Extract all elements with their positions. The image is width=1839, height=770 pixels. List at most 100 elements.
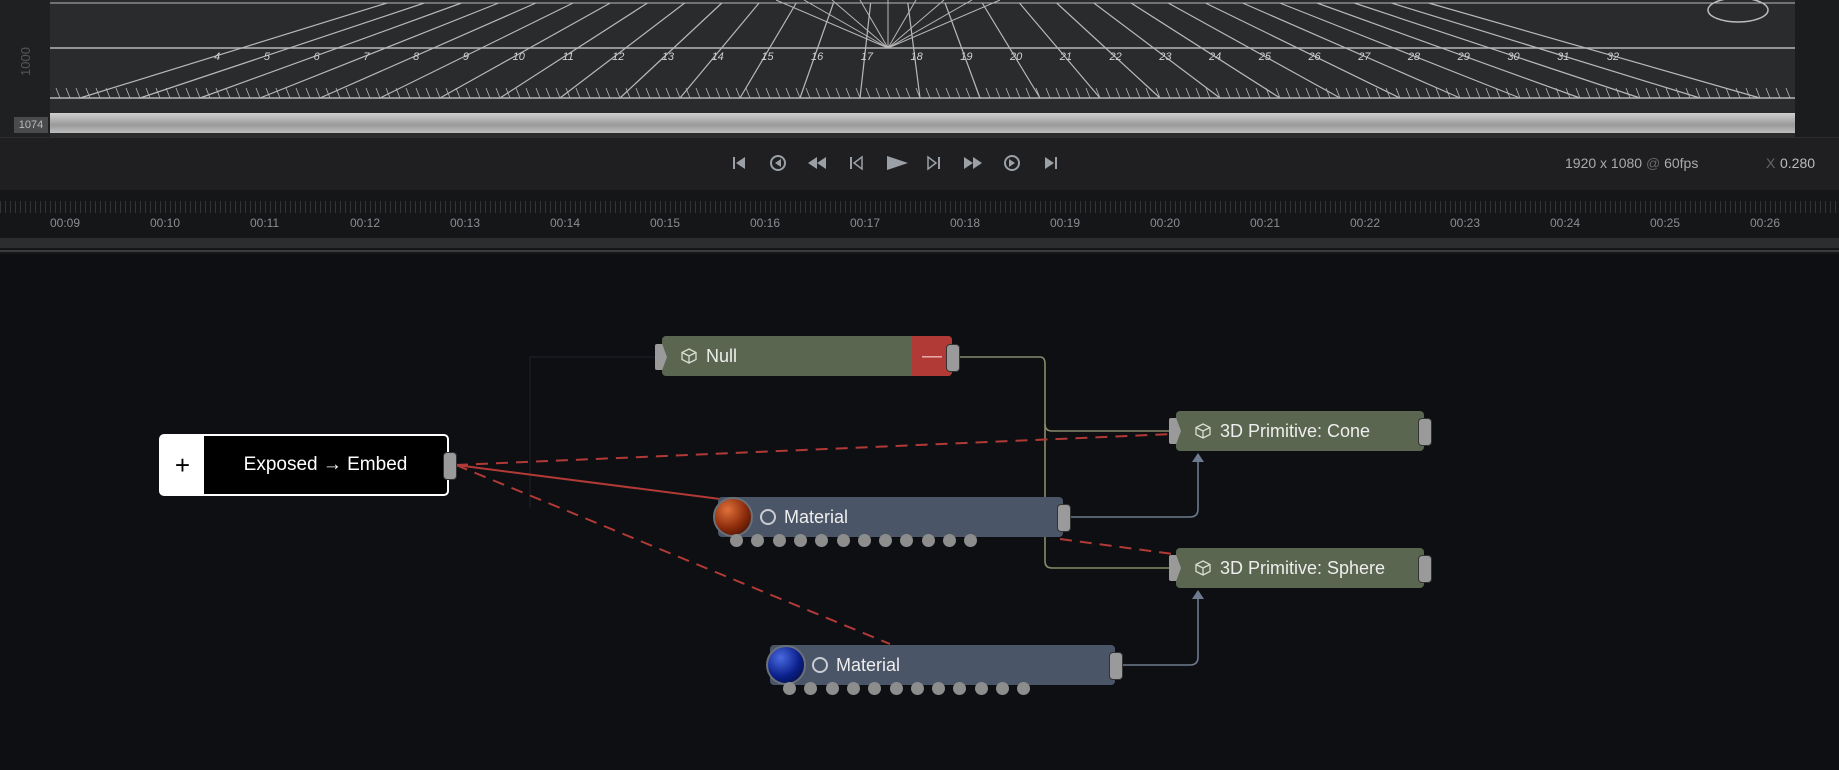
material-icon (760, 509, 776, 525)
param-port[interactable] (846, 682, 860, 695)
step-forward-button[interactable] (923, 152, 945, 174)
node-connections (455, 356, 1204, 666)
param-port[interactable] (910, 682, 924, 695)
ruler-number: 25 (1258, 51, 1272, 63)
transport-bar (0, 137, 1839, 191)
timeline-label: 00:19 (1050, 216, 1081, 230)
viewport-gizmo[interactable] (1707, 0, 1769, 23)
link-material-cone (1069, 459, 1199, 518)
ruler-number: 8 (413, 51, 420, 63)
timeline-label: 00:14 (550, 216, 581, 230)
resolution-at: @ (1645, 155, 1661, 171)
material-node-label: Material (836, 654, 901, 675)
skip-to-end-button[interactable] (1040, 152, 1062, 174)
vertical-ruler-label: 1000 (18, 47, 33, 76)
null-input-port[interactable] (655, 344, 667, 370)
param-port[interactable] (879, 534, 893, 547)
timeline-label: 00:11 (250, 216, 280, 230)
resolution-size: 1920 x 1080 (1565, 155, 1643, 171)
param-port[interactable] (783, 682, 796, 695)
sphere-node[interactable]: 3D Primitive: Sphere (1176, 548, 1424, 588)
ruler-number: 9 (463, 51, 469, 63)
x-coordinate-label: X (1766, 155, 1776, 171)
param-port[interactable] (974, 682, 988, 695)
ruler-number: 23 (1158, 51, 1172, 63)
param-port[interactable] (996, 682, 1009, 695)
sphere-input-port[interactable] (1169, 555, 1181, 581)
param-port[interactable] (921, 534, 935, 547)
ruler-number: 30 (1507, 51, 1520, 63)
cone-node[interactable]: 3D Primitive: Cone (1176, 411, 1424, 451)
fast-forward-button[interactable] (962, 152, 984, 174)
param-port[interactable] (943, 534, 956, 547)
ruler-number: 17 (861, 51, 874, 63)
rewind-button[interactable] (806, 152, 828, 174)
param-port[interactable] (836, 534, 850, 547)
x-coordinate-value[interactable]: 0.280 (1780, 155, 1816, 171)
cube-icon (681, 348, 697, 364)
step-loop-back-button[interactable] (767, 152, 789, 174)
ruler-number: 22 (1108, 51, 1121, 63)
material-red-output-port[interactable] (1057, 504, 1071, 532)
timeline-label: 00:15 (650, 216, 681, 230)
skip-to-start-button[interactable] (728, 152, 750, 174)
cone-node-label: 3D Primitive: Cone (1220, 420, 1371, 441)
material-node-blue[interactable]: Material (770, 645, 1115, 685)
timeline-label: 00:13 (450, 216, 481, 230)
cone-material-input-arrow (1192, 453, 1204, 462)
ruler-number: 10 (513, 51, 526, 63)
null-output-port[interactable] (946, 344, 960, 372)
add-icon[interactable]: + (161, 436, 204, 494)
material-blue-output-port[interactable] (1109, 652, 1123, 680)
loop-button[interactable] (1001, 152, 1023, 174)
param-port[interactable] (793, 534, 807, 547)
param-port[interactable] (857, 534, 871, 547)
timeline-label: 00:10 (150, 216, 181, 230)
null-node-label: Null (706, 345, 738, 366)
embed-output-port[interactable] (443, 452, 457, 480)
coordinate-badge: 1074 (14, 117, 48, 133)
param-port[interactable] (751, 534, 765, 547)
material-node-red[interactable]: Material (718, 497, 1063, 537)
param-port[interactable] (964, 534, 978, 547)
timeline-label: 00:22 (1350, 216, 1381, 230)
link-null-cone (958, 356, 1173, 432)
param-port[interactable] (804, 682, 818, 695)
param-port[interactable] (953, 682, 967, 695)
param-port[interactable] (815, 534, 829, 547)
cone-input-port[interactable] (1169, 418, 1181, 444)
param-port[interactable] (730, 534, 743, 547)
resolution-fps: 60fps (1664, 155, 1699, 171)
resolution-readout: 1920 x 1080 @ 60fps (1565, 155, 1698, 171)
ruler-number: 32 (1607, 51, 1619, 63)
ruler-number: 11 (562, 51, 573, 63)
ruler-number: 28 (1407, 51, 1421, 63)
param-port[interactable] (889, 682, 903, 695)
param-port[interactable] (772, 534, 786, 547)
timeline-label: 00:12 (350, 216, 381, 230)
rewind-icon (808, 157, 826, 169)
param-port[interactable] (1017, 682, 1031, 695)
ruler-number: 6 (314, 51, 321, 63)
remove-icon[interactable]: — (912, 336, 952, 376)
embed-node-label: Exposed → Embed (243, 454, 408, 475)
param-port[interactable] (932, 682, 946, 695)
step-back-button[interactable] (845, 152, 867, 174)
step-forward-icon (927, 155, 940, 171)
null-node[interactable]: Null — (662, 336, 952, 376)
sphere-output-port[interactable] (1418, 555, 1432, 583)
play-button[interactable] (884, 152, 908, 174)
vertical-ruler: 1000 (0, 0, 50, 137)
ruler-number: 14 (712, 51, 724, 63)
timeline-label: 00:17 (850, 216, 881, 230)
timeline-scrollbar[interactable] (0, 238, 1839, 248)
skip-to-end-icon (1045, 157, 1057, 169)
link-material-sphere (1121, 596, 1199, 666)
param-port[interactable] (868, 682, 882, 695)
fast-forward-icon (964, 157, 982, 169)
param-port[interactable] (900, 534, 914, 547)
exposed-embed-node[interactable]: + Exposed → Embed (159, 434, 449, 496)
param-port[interactable] (825, 682, 839, 695)
cone-output-port[interactable] (1418, 418, 1432, 446)
